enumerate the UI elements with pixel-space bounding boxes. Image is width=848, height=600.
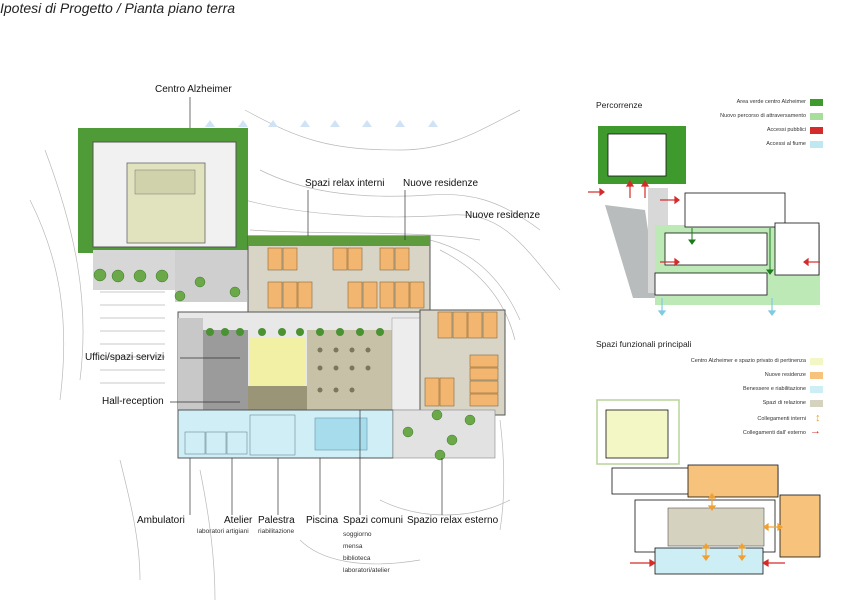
label-atelier: Atelier (224, 515, 253, 526)
label-spazi-comuni-sub-4: laboratori/atelier (343, 567, 390, 574)
trees (93, 268, 476, 461)
legend-swatch (810, 386, 823, 393)
legend-item-label: Benessere e riabilitazione (743, 386, 806, 392)
legend-swatch (810, 141, 823, 148)
legend-item-label: Nuovo percorso di attraversamento (720, 113, 806, 119)
legend-swatch (810, 372, 823, 379)
updown-arrow-icon: ↕ (815, 412, 821, 424)
spazi-funzionali-title: Spazi funzionali principali (596, 339, 692, 349)
leader-lines (170, 97, 443, 515)
legend-item-label: Area verde centro Alzheimer (736, 99, 806, 105)
percorrenze-diagram (588, 126, 820, 316)
legend-swatch (810, 99, 823, 106)
legend-item-label: Spazi di relazione (762, 400, 806, 406)
label-centro-alzheimer: Centro Alzheimer (155, 84, 232, 95)
page-title: Ipotesi di Progetto / Pianta piano terra (0, 0, 236, 16)
residence-rooms-upper (267, 247, 425, 309)
label-uffici: Uffici/spazi servizi (85, 352, 165, 363)
label-atelier-sub: laboratori artigiani (197, 528, 249, 535)
legend-item-label: Nuove residenze (764, 372, 806, 378)
legend-item-label: Collegamenti dall' esterno (742, 430, 806, 436)
pool (314, 417, 368, 451)
label-palestra-sub: riabilitazione (258, 528, 295, 535)
hedge-row (206, 328, 384, 336)
label-nuove-residenze-1: Nuove residenze (403, 178, 479, 189)
contour-lines (29, 109, 561, 600)
legend-swatch (810, 358, 823, 365)
legend-item-label: Accessi pubblici (766, 127, 806, 133)
label-spazi-comuni-sub-2: mensa (343, 543, 363, 550)
label-ambulatori: Ambulatori (137, 515, 185, 526)
river-access-arrows (205, 120, 438, 127)
percorrenze-title: Percorrenze (596, 100, 643, 110)
label-piscina: Piscina (306, 515, 339, 526)
legend-item-label: Collegamenti interni (757, 416, 806, 422)
spazi-funzionali-diagram (596, 399, 821, 575)
residence-rooms-east (424, 311, 499, 407)
label-spazi-comuni-sub-3: biblioteca (343, 555, 371, 562)
legend-swatch (810, 113, 823, 120)
label-hall-reception: Hall-reception (102, 396, 164, 407)
legend-item-label: Accessi al fiume (766, 141, 806, 147)
right-arrow-icon: → (810, 425, 821, 437)
legend-item-label: Centro Alzheimer e spazio privato di per… (690, 358, 806, 364)
label-nuove-residenze-2: Nuove residenze (465, 210, 541, 221)
parking-stalls (100, 291, 165, 384)
legend-swatch (810, 127, 823, 134)
label-spazi-comuni-sub-1: soggiorno (343, 531, 372, 538)
label-spazi-comuni: Spazi comuni (343, 515, 404, 526)
label-spazi-relax-interni: Spazi relax interni (305, 178, 385, 189)
legend-swatch (810, 400, 823, 407)
label-spazio-relax-esterno: Spazio relax esterno (407, 515, 499, 526)
label-palestra: Palestra (258, 515, 295, 526)
